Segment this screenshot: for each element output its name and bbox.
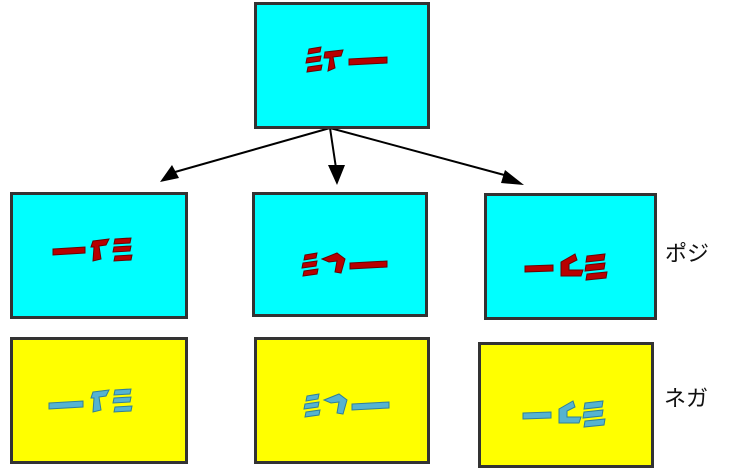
negative-label: ネガ (664, 387, 709, 412)
glyph-motif (481, 345, 651, 465)
positive-panel-1 (10, 192, 188, 319)
glyph-motif (13, 340, 185, 461)
glyph-motif (257, 5, 427, 126)
negative-panel-3 (478, 342, 654, 468)
positive-panel-2 (252, 192, 428, 317)
glyph-motif (487, 196, 654, 317)
arrow-left (174, 127, 331, 173)
arrow-right (329, 127, 509, 177)
glyph-motif (257, 340, 427, 461)
source-panel (254, 2, 430, 129)
negative-panel-2 (254, 337, 430, 464)
negative-panel-1 (10, 337, 188, 464)
arrowhead-right (501, 170, 524, 185)
arrowhead-center (328, 165, 345, 185)
positive-label: ポジ (665, 242, 710, 267)
arrowhead-left (160, 165, 179, 182)
glyph-motif (13, 195, 185, 316)
positive-panel-3 (484, 193, 657, 320)
arrow-center (329, 127, 337, 169)
glyph-motif (255, 195, 425, 314)
